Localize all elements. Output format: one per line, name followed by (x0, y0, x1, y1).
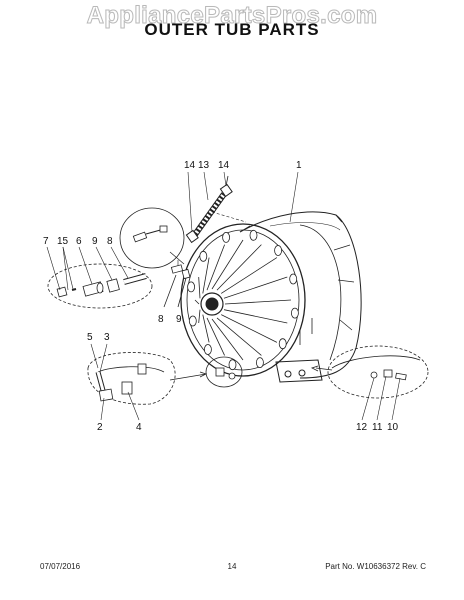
tub-rib (194, 299, 200, 305)
callout-2: 2 (97, 422, 103, 433)
outer-tub (180, 211, 362, 383)
tub-rib (206, 244, 225, 291)
callout-leaders (46, 171, 401, 421)
tub-ring-hole (289, 273, 298, 285)
site-watermark: AppliancePartsPros.com (86, 2, 378, 30)
tub-ring-hole (199, 250, 208, 262)
drain-detail-view (205, 356, 243, 388)
tub-rib (216, 317, 262, 356)
left-parts-group (47, 263, 153, 309)
tub-rib (202, 257, 210, 294)
callout-12: 12 (356, 422, 368, 433)
callout-14-right: 14 (218, 160, 230, 171)
tub-ring-hole (249, 229, 258, 241)
tub-ring-hole (274, 245, 283, 256)
tub-ring-hole (228, 359, 237, 371)
footer-date: 07/07/2016 (40, 562, 81, 571)
tub-ring-holes (187, 229, 299, 371)
tub-rib (211, 318, 244, 361)
callout-6: 6 (76, 236, 82, 247)
page-title: OUTER TUB PARTS (144, 20, 320, 39)
tub-ring-hole (278, 338, 287, 350)
callout-5: 5 (87, 332, 93, 343)
footer-page-number: 14 (227, 562, 237, 571)
callout-1: 1 (296, 160, 302, 171)
right-parts-group (310, 345, 429, 399)
callout-10: 10 (387, 422, 399, 433)
callout-15: 15 (57, 236, 69, 247)
tub-radial-ribs (194, 239, 292, 361)
callout-11: 11 (372, 422, 383, 433)
tub-hub (200, 292, 224, 316)
tub-rib (198, 309, 201, 324)
callout-8-top: 8 (107, 236, 113, 247)
tub-rib (224, 299, 292, 305)
lower-left-parts-group (87, 352, 208, 405)
callout-3: 3 (104, 332, 110, 343)
tub-ring-hole (290, 307, 299, 319)
tub-ring-hole (222, 231, 231, 243)
tub-ring-hole (203, 344, 212, 355)
callout-9-bottom: 9 (176, 314, 182, 325)
tub-ring-hole (188, 315, 197, 327)
footer-part-number: Part No. W10636372 Rev. C (325, 562, 426, 571)
callout-14-left: 14 (184, 160, 196, 171)
tub-rib (223, 309, 288, 324)
callout-4: 4 (136, 422, 142, 433)
tub-rib (221, 314, 278, 343)
tub-rib (198, 276, 201, 299)
tub-rib (202, 314, 210, 343)
tub-rib (220, 257, 278, 294)
hose-13-assembly (185, 175, 247, 244)
callout-9-top: 9 (92, 236, 98, 247)
tub-rib (223, 276, 288, 299)
callout-7: 7 (43, 236, 49, 247)
tub-rib (211, 239, 244, 290)
fitting-8-9 (163, 264, 191, 308)
tub-rib (206, 317, 225, 356)
tub-ring-hole (187, 281, 196, 293)
hose-detail-view (119, 207, 185, 269)
tub-rib (216, 244, 262, 291)
callout-8-bottom: 8 (158, 314, 164, 325)
callout-13: 13 (198, 160, 210, 171)
tub-ring-hole (255, 357, 264, 369)
